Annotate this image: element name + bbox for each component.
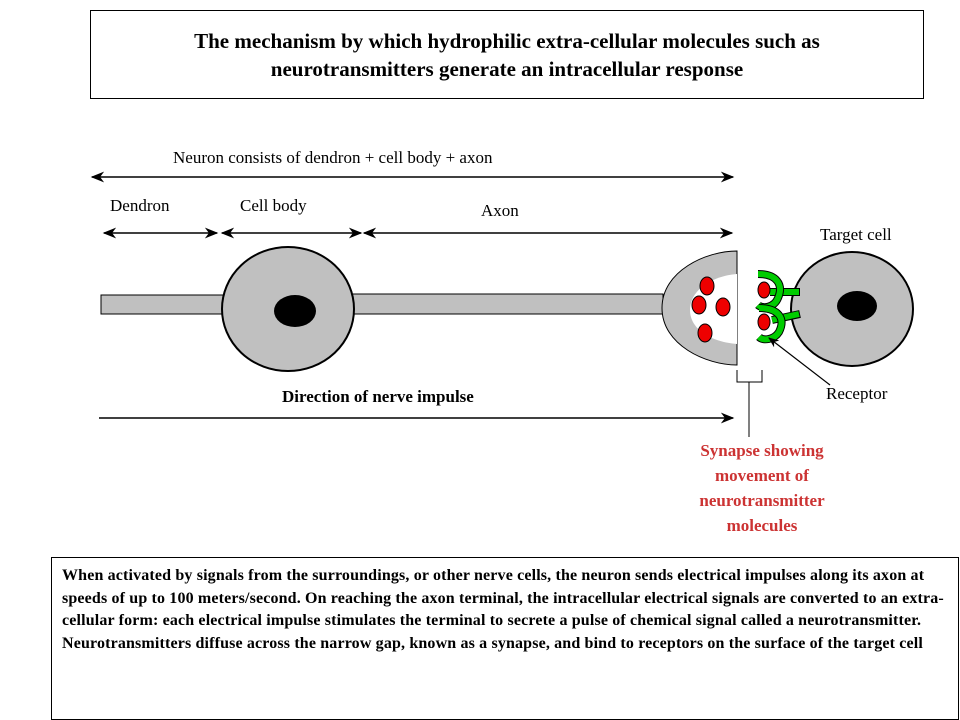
dendron [100, 294, 228, 315]
target-cell-label: Target cell [820, 225, 892, 244]
neurotransmitter [699, 276, 715, 296]
axon-label: Axon [481, 201, 519, 220]
page-title: The mechanism by which hydrophilic extra… [194, 28, 820, 81]
cell-body-label: Cell body [240, 196, 307, 215]
receptor-upper [755, 270, 800, 312]
cell-body-nucleus [274, 295, 316, 327]
bound-neurotransmitter [757, 313, 771, 331]
dendron-label: Dendron [110, 196, 170, 215]
receptor-label: Receptor [826, 384, 888, 403]
receptor-pointer-arrow [768, 337, 831, 386]
neurotransmitter [697, 323, 713, 343]
neuron-label: Neuron consists of dendron + cell body +… [173, 148, 493, 167]
axon [348, 293, 664, 315]
target-cell-nucleus [837, 291, 877, 321]
synapse-bracket [736, 370, 763, 383]
description-text: When activated by signals from the surro… [62, 567, 944, 652]
synapse-label: Synapse showing movement of neurotransmi… [699, 441, 825, 535]
neurotransmitter [715, 297, 731, 317]
neurotransmitter [691, 295, 707, 315]
direction-label: Direction of nerve impulse [282, 387, 474, 406]
description-box: When activated by signals from the surro… [51, 557, 959, 720]
bound-neurotransmitter [757, 281, 771, 299]
title-box: The mechanism by which hydrophilic extra… [90, 10, 924, 99]
receptor-lower [756, 304, 801, 344]
